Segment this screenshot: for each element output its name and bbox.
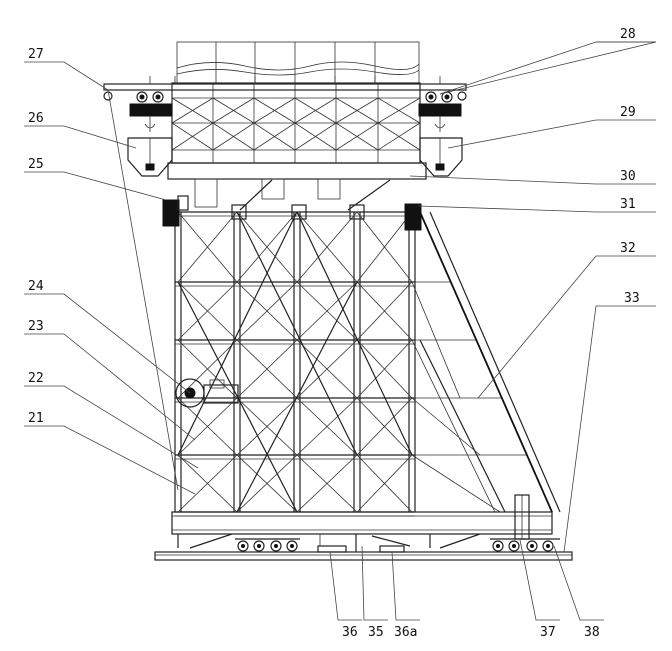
label-23: 23 [28,319,44,334]
label-32: 32 [620,241,636,256]
label-38: 38 [584,625,600,640]
right-hopper [419,137,463,177]
label-33: 33 [624,291,640,306]
left-hopper [127,137,173,177]
winch-drum [175,378,239,408]
label-36a: 36a [394,625,417,640]
left-bogie [235,538,300,552]
tower-columns [174,212,416,512]
mid-deck [167,162,427,220]
label-25: 25 [28,157,44,172]
label-26: 26 [28,111,44,126]
label-29: 29 [620,105,636,120]
tower-bracing [175,211,527,517]
label-36: 36 [342,625,358,640]
label-30: 30 [620,169,636,184]
sloping-leg [411,211,561,513]
right-bogie [490,494,560,552]
label-31: 31 [620,197,636,212]
label-37: 37 [540,625,556,640]
support-jacks [177,533,481,553]
label-28: 28 [620,27,636,42]
label-21: 21 [28,411,44,426]
top-cover [176,41,420,84]
label-24: 24 [28,279,44,294]
leader-lines [24,41,657,621]
label-22: 22 [28,371,44,386]
base-rail [154,551,573,561]
label-35: 35 [368,625,384,640]
column-heads [162,195,422,231]
right-hoist-trolley [418,91,462,132]
label-27: 27 [28,47,44,62]
left-hoist-trolley [129,91,173,132]
